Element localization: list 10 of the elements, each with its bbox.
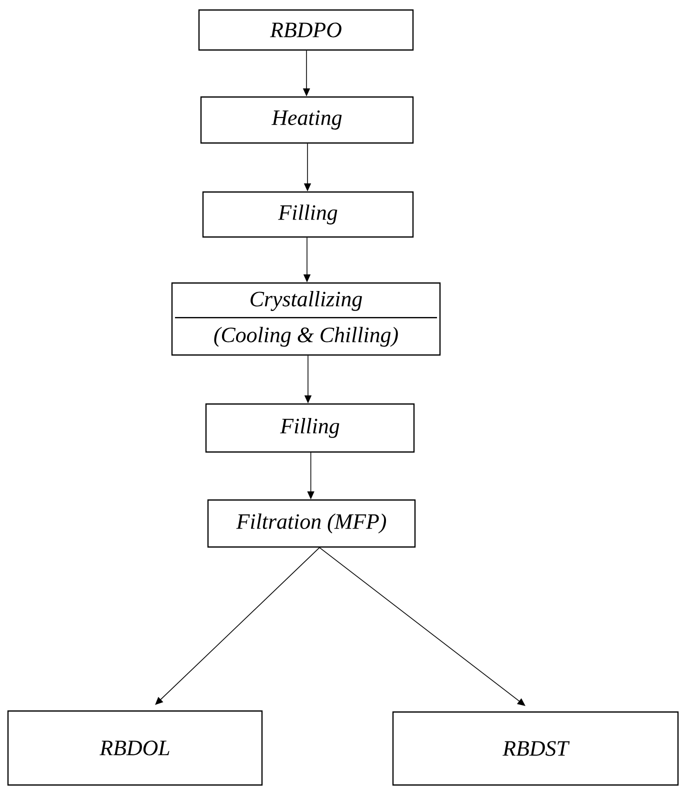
process-box: Heating — [200, 96, 414, 144]
process-box: Filtration (MFP) — [207, 499, 416, 548]
process-box: Crystallizing (Cooling & Chilling) — [171, 282, 441, 356]
arrow — [319, 547, 526, 706]
process-box: RBDOL — [7, 710, 263, 786]
process-box: Filling — [202, 191, 414, 238]
process-box: Filling — [205, 403, 415, 453]
arrow — [155, 547, 320, 705]
process-box: RBDST — [392, 711, 679, 786]
process-box: RBDPO — [198, 9, 414, 51]
